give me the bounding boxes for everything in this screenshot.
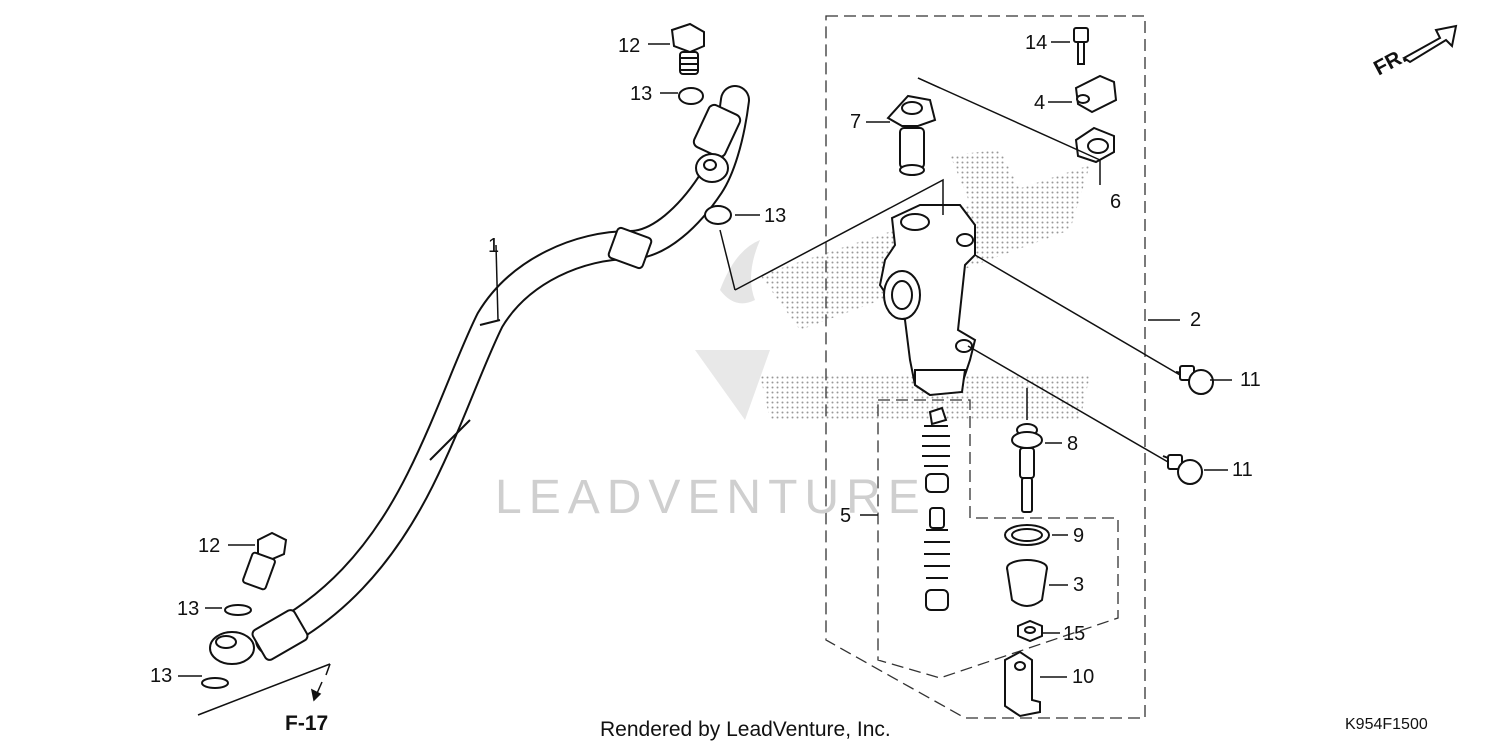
front-direction-arrow (1402, 24, 1458, 64)
callout-3: 3 (1073, 574, 1085, 596)
watermark-text: LEADVENTURE (495, 471, 927, 524)
callout-1: 1 (488, 235, 500, 257)
lock-nut (1017, 619, 1043, 643)
callout-5: 5 (840, 505, 852, 527)
callout-4: 4 (1034, 92, 1046, 114)
render-credit: Rendered by LeadVenture, Inc. (600, 718, 891, 741)
banjo-bolt-bottom (242, 531, 288, 591)
push-rod (1011, 423, 1043, 513)
callout-13-mid: 13 (764, 205, 787, 227)
callout-9: 9 (1073, 525, 1085, 547)
mounting-bolt-top (1175, 365, 1214, 395)
callout-13-bottom-b: 13 (150, 665, 173, 687)
callout-12-bottom: 12 (198, 535, 221, 557)
master-cylinder-body (878, 204, 977, 397)
circlip (1004, 524, 1050, 546)
sealing-washer-bottom-a (224, 604, 252, 616)
callout-8: 8 (1067, 433, 1079, 455)
callout-14: 14 (1025, 32, 1048, 54)
cap-screw (1073, 27, 1089, 65)
mounting-bolt-bottom (1162, 454, 1203, 485)
reservoir-cap (1074, 74, 1118, 114)
callout-6: 6 (1110, 191, 1122, 213)
callout-11-top: 11 (1240, 369, 1261, 391)
piston-set (922, 406, 950, 611)
callout-11-bottom: 11 (1232, 459, 1253, 481)
diaphragm-plate (1074, 126, 1115, 164)
sealing-washer-bottom-b (201, 677, 229, 689)
banjo-bolt-top (670, 22, 705, 75)
brake-hose (209, 85, 750, 665)
clevis-joint (1004, 650, 1041, 718)
assembly-frame (825, 15, 1146, 719)
callout-10: 10 (1072, 666, 1095, 688)
boot (1006, 559, 1048, 607)
callout-7: 7 (850, 111, 862, 133)
diagram-code: K954F1500 (1345, 716, 1428, 733)
callout-15: 15 (1063, 623, 1086, 645)
callout-2: 2 (1190, 309, 1202, 331)
sealing-washer-top (678, 87, 704, 105)
reference-page-label: F-17 (285, 712, 329, 735)
reference-marker (197, 663, 331, 716)
callout-12-top: 12 (618, 35, 641, 57)
reservoir-joint (886, 94, 937, 176)
callout-13-bottom-a: 13 (177, 598, 200, 620)
leader-lines (178, 41, 1232, 678)
callout-13-top: 13 (630, 83, 653, 105)
sealing-washer-mid (704, 205, 732, 225)
